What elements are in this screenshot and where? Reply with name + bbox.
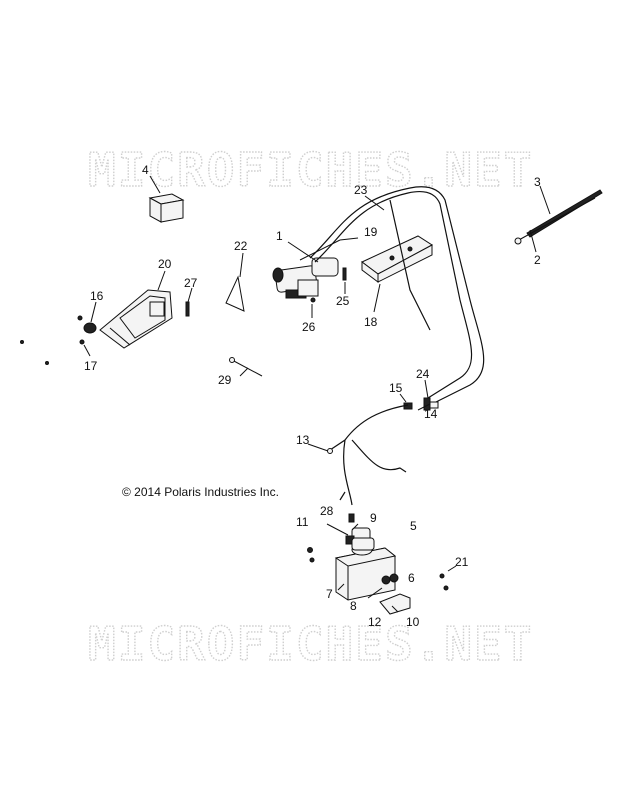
callout-14: 14 [424,407,438,421]
callout-21: 21 [455,555,469,569]
callout-22: 22 [234,239,248,253]
callout-25: 25 [336,294,350,308]
callout-27: 27 [184,276,198,290]
callout-29: 29 [218,373,232,387]
part-23-harness [309,186,485,406]
part-10-bracket [379,593,411,615]
callout-10: 10 [406,615,420,629]
part-22-triangle [225,275,245,312]
callout-1: 1 [276,229,283,243]
callout-15: 15 [389,381,403,395]
part-27-screw [185,287,193,317]
part-20-tray [99,289,173,349]
callout-26: 26 [302,320,316,334]
copyright-notice: © 2014 Polaris Industries Inc. [122,485,279,499]
callout-8: 8 [350,599,357,613]
callout-11: 11 [296,515,309,529]
callout-28: 28 [320,504,334,518]
watermark-top: MICROFICHES.NET [88,143,533,197]
part-13-harness [327,404,409,506]
callout-18: 18 [364,315,378,329]
callout-24: 24 [416,367,430,381]
callout-13: 13 [296,433,310,447]
callout-3: 3 [534,175,541,189]
callout-6: 6 [408,571,415,585]
part-18-bracket [361,235,433,283]
callout-9: 9 [370,511,377,525]
callout-20: 20 [158,257,172,271]
callout-2: 2 [534,253,541,267]
callout-23: 23 [354,183,368,197]
part-7-reservoir [334,537,397,601]
callout-7: 7 [326,587,333,601]
part-29-pin [229,357,263,377]
part-2-3-wiper [514,189,603,245]
callout-12: 12 [368,615,382,629]
watermark-bottom: MICROFICHES.NET [88,617,533,671]
part-4-box [148,193,185,223]
part-16-knob [83,301,97,334]
callout-4: 4 [142,163,149,177]
callout-19: 19 [364,225,378,239]
part-1-motor [272,239,341,299]
callout-5: 5 [410,519,417,533]
callout-16: 16 [90,289,104,303]
callout-17: 17 [84,359,98,373]
